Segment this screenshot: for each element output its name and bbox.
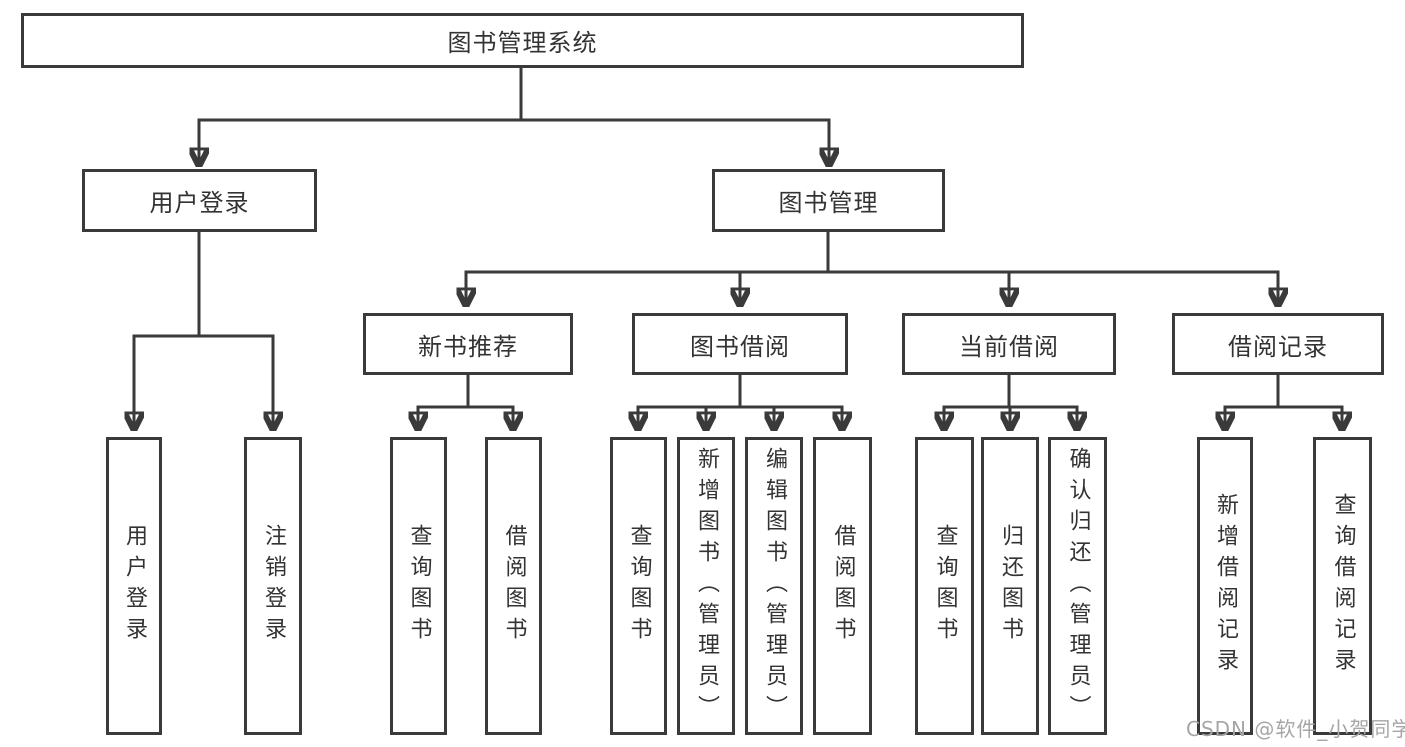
leaf-query-books-recommend-label: 查询图书: [406, 524, 432, 648]
leaf-add-borrow-record: 新增借阅记录: [1197, 437, 1253, 735]
node-book-borrow-label: 图书借阅: [690, 332, 790, 361]
leaf-query-books-borrow-label: 查询图书: [626, 524, 652, 648]
node-new-book-recommend-label: 新书推荐: [418, 332, 518, 361]
leaf-borrow-books: 借阅图书: [813, 437, 872, 735]
leaf-borrow-books-recommend-label: 借阅图书: [501, 524, 527, 648]
leaf-logout-label: 注销登录: [261, 524, 286, 648]
leaf-query-books-recommend: 查询图书: [390, 437, 447, 735]
leaf-return-book: 归还图书: [981, 437, 1039, 735]
node-current-borrow: 当前借阅: [902, 313, 1116, 375]
leaf-query-borrow-record: 查询借阅记录: [1313, 437, 1372, 735]
leaf-add-book-admin-label: 新增图书（管理员）: [694, 446, 719, 726]
leaf-user-login-label: 用户登录: [122, 524, 147, 648]
watermark-text: CSDN @软件_小贺同学: [1186, 717, 1405, 741]
leaf-query-borrow-record-label: 查询借阅记录: [1330, 493, 1356, 679]
leaf-confirm-return-admin: 确认归还（管理员）: [1048, 437, 1107, 735]
node-user-login-label: 用户登录: [149, 189, 250, 217]
node-root: 图书管理系统: [21, 13, 1024, 68]
node-borrow-records-label: 借阅记录: [1228, 332, 1328, 361]
node-current-borrow-label: 当前借阅: [959, 332, 1059, 361]
node-borrow-records: 借阅记录: [1172, 313, 1384, 375]
node-user-login: 用户登录: [82, 169, 317, 232]
leaf-borrow-books-recommend: 借阅图书: [485, 437, 542, 735]
node-book-management-label: 图书管理: [778, 189, 879, 217]
node-root-label: 图书管理系统: [447, 29, 598, 57]
leaf-confirm-return-admin-label: 确认归还（管理员）: [1065, 446, 1091, 726]
leaf-user-login: 用户登录: [106, 437, 162, 735]
leaf-add-borrow-record-label: 新增借阅记录: [1213, 493, 1238, 679]
leaf-return-book-label: 归还图书: [998, 524, 1023, 648]
leaf-add-book-admin: 新增图书（管理员）: [677, 437, 735, 735]
node-new-book-recommend: 新书推荐: [363, 313, 573, 375]
leaf-query-books-current-label: 查询图书: [932, 524, 958, 648]
node-book-borrow: 图书借阅: [632, 313, 848, 375]
leaf-borrow-books-label: 借阅图书: [830, 524, 856, 648]
node-book-management: 图书管理: [712, 169, 945, 232]
leaf-logout: 注销登录: [244, 437, 302, 735]
leaf-query-books-borrow: 查询图书: [610, 437, 667, 735]
leaf-edit-book-admin: 编辑图书（管理员）: [745, 437, 803, 735]
leaf-edit-book-admin-label: 编辑图书（管理员）: [762, 446, 787, 726]
leaf-query-books-current: 查询图书: [915, 437, 974, 735]
